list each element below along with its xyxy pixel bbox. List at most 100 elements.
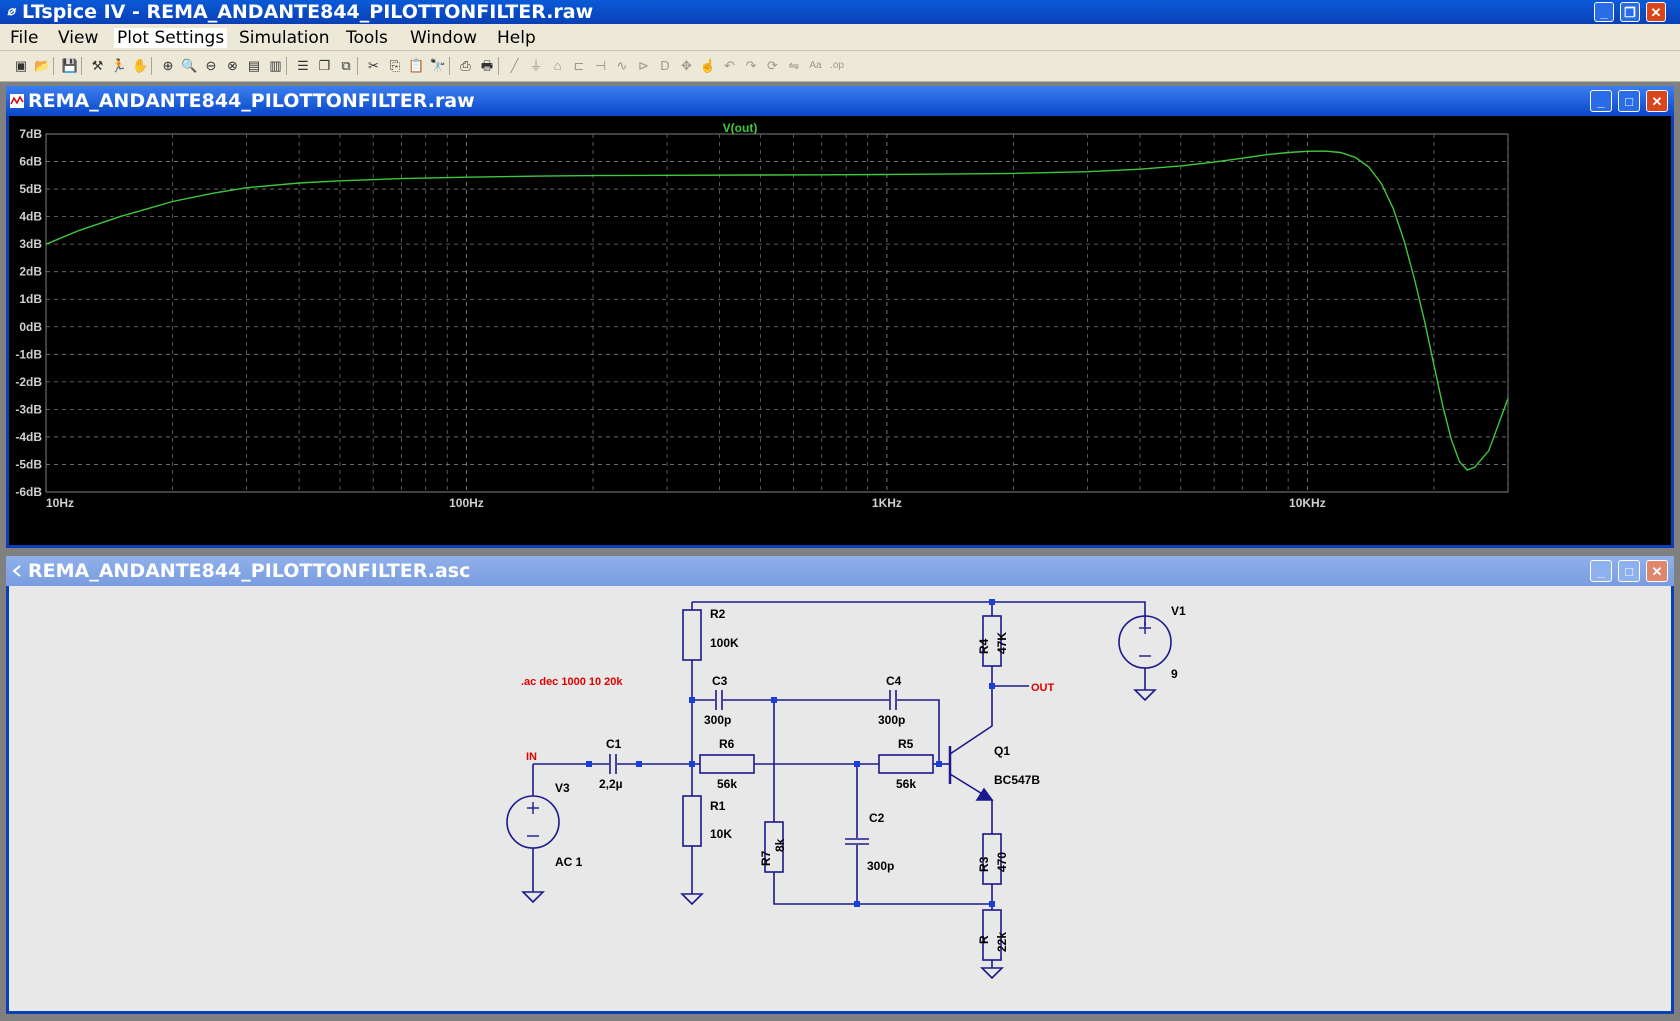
resistor-r5[interactable] — [878, 754, 934, 774]
restore-button[interactable]: ❐ — [1620, 2, 1640, 22]
v3-value: AC 1 — [555, 855, 583, 869]
cut-icon[interactable]: ✂ — [368, 58, 379, 73]
schematic-pane[interactable]: R2 100K C3 300p C4 300p C1 2,2µ R6 56k R… — [9, 586, 1671, 1011]
toolbar-separator — [53, 57, 54, 75]
net-label-out[interactable]: OUT — [1031, 682, 1055, 694]
toolbar-separator — [286, 57, 287, 75]
undo-icon[interactable]: ↶ — [724, 58, 735, 73]
run-icon[interactable]: 🏃 — [110, 58, 128, 73]
c3-value: 300p — [704, 713, 731, 727]
y-tick-label: 0dB — [19, 320, 42, 334]
c2-name: C2 — [869, 811, 885, 825]
resistor-icon[interactable]: ⊏ — [573, 58, 585, 73]
ground-icon[interactable]: ⏚ — [529, 58, 543, 73]
net-label-in[interactable]: IN — [526, 751, 537, 763]
save-icon[interactable]: 💾 — [61, 58, 79, 73]
menu-view[interactable]: View — [58, 28, 99, 48]
inductor-icon[interactable]: ∿ — [616, 58, 628, 73]
close-all-icon[interactable]: ⧉ — [341, 58, 351, 73]
wire-icon[interactable]: ╱ — [510, 58, 519, 73]
trace-label[interactable]: V(out) — [723, 121, 758, 135]
plot-maximize-button[interactable]: □ — [1618, 90, 1640, 112]
menu-file[interactable]: File — [10, 28, 39, 48]
schematic-maximize-button[interactable]: □ — [1618, 560, 1640, 582]
y-tick-label: -6dB — [15, 485, 42, 499]
trace-v-out[interactable] — [45, 150, 1509, 471]
zoom-out-icon[interactable]: ⊖ — [205, 58, 217, 73]
y-tick-label: 2dB — [19, 265, 42, 279]
paste-icon[interactable]: 📋 — [408, 58, 425, 73]
drag-icon[interactable]: ☝ — [699, 58, 717, 73]
find-icon[interactable]: 🔭 — [429, 58, 447, 73]
spice-directive-icon[interactable]: .op — [830, 60, 844, 71]
q1-value: BC547B — [994, 773, 1040, 787]
menu-simulation[interactable]: Simulation — [239, 28, 330, 48]
y-tick-label: -3dB — [15, 402, 42, 416]
x-tick-label: 1KHz — [872, 496, 902, 510]
plot-window-titlebar[interactable]: REMA_ANDANTE844_PILOTTONFILTER.raw _ □ ✕ — [6, 86, 1674, 116]
menu-window[interactable]: Window — [410, 28, 478, 48]
r4-name: R4 — [977, 638, 991, 654]
schematic-window: REMA_ANDANTE844_PILOTTONFILTER.asc _ □ ✕ — [6, 556, 1674, 1014]
open-icon[interactable]: 📂 — [34, 58, 51, 73]
menu-help[interactable]: Help — [497, 28, 536, 48]
text-icon[interactable]: Aa — [809, 60, 822, 71]
r7-name: R7 — [759, 850, 773, 866]
rotate-icon[interactable]: ⟳ — [767, 58, 778, 73]
copy-icon[interactable]: ⎘ — [389, 58, 401, 73]
transistor-q1-collector[interactable] — [949, 686, 993, 755]
junction-dot — [989, 683, 995, 689]
resistor-r2[interactable] — [682, 609, 702, 661]
wire[interactable] — [773, 872, 992, 905]
plot-close-button[interactable]: ✕ — [1646, 90, 1668, 112]
schematic-canvas[interactable]: R2 100K C3 300p C4 300p C1 2,2µ R6 56k R… — [9, 586, 1671, 1011]
transistor-q1-arrow[interactable] — [975, 787, 994, 801]
menu-plot-settings[interactable]: Plot Settings — [114, 28, 228, 48]
label-icon[interactable]: ⌂ — [553, 58, 562, 73]
cascade-icon[interactable]: ❐ — [318, 58, 331, 73]
component-icon[interactable]: D — [660, 58, 670, 73]
print-preview-icon[interactable]: ⎙ — [460, 58, 471, 73]
zoom-in-icon[interactable]: ⊕ — [162, 58, 174, 73]
r5-name: R5 — [898, 737, 914, 751]
schematic-close-button[interactable]: ✕ — [1646, 560, 1668, 582]
print-icon[interactable]: 🖶 — [480, 58, 494, 73]
autorange-all-icon[interactable]: ▥ — [269, 58, 282, 73]
menu-tools[interactable]: Tools — [346, 28, 388, 48]
ltspice-icon: ⌀ — [7, 3, 15, 18]
autorange-icon[interactable]: ▤ — [247, 58, 261, 73]
resistor-r1[interactable] — [682, 795, 702, 847]
wire[interactable] — [897, 699, 940, 764]
zoom-cancel-icon[interactable]: ⊗ — [227, 58, 238, 73]
junction-dot — [586, 761, 592, 767]
close-button[interactable]: ✕ — [1646, 2, 1666, 22]
tile-horizontal-icon[interactable]: ☰ — [297, 58, 309, 73]
redo-icon[interactable]: ↷ — [745, 58, 757, 73]
schematic-minimize-button[interactable]: _ — [1590, 560, 1612, 582]
schematic-window-titlebar[interactable]: REMA_ANDANTE844_PILOTTONFILTER.asc _ □ ✕ — [6, 556, 1674, 586]
junction-dot — [689, 761, 695, 767]
app-titlebar[interactable]: ⌀ LTspice IV - REMA_ANDANTE844_PILOTTONF… — [0, 0, 1680, 24]
minimize-button[interactable]: _ — [1594, 2, 1614, 22]
plot-minimize-button[interactable]: _ — [1590, 90, 1612, 112]
zoom-full-icon[interactable]: 🔍 — [181, 58, 198, 73]
r6-value: 56k — [717, 777, 737, 791]
resistor-r6[interactable] — [699, 754, 755, 774]
halt-icon[interactable]: ✋ — [132, 58, 149, 73]
move-icon[interactable]: ✥ — [681, 58, 692, 73]
c2-value: 300p — [867, 859, 894, 873]
c4-value: 300p — [878, 713, 905, 727]
waveform-chart[interactable]: 7dB6dB5dB4dB3dB2dB1dB0dB-1dB-2dB-3dB-4dB… — [9, 116, 1671, 545]
x-tick-label: 10KHz — [1289, 496, 1326, 510]
mirror-icon[interactable]: ⇋ — [788, 58, 800, 73]
control-panel-icon[interactable]: ⚒ — [91, 58, 104, 73]
toolbar-separator — [356, 57, 358, 75]
spice-directive[interactable]: .ac dec 1000 10 20k — [521, 676, 623, 688]
diode-icon[interactable]: ⊳ — [638, 58, 649, 73]
wire[interactable] — [692, 601, 1146, 626]
transistor-q1-emitter[interactable] — [949, 773, 993, 834]
capacitor-icon[interactable]: ⊣ — [594, 58, 607, 73]
y-tick-label: 3dB — [19, 237, 42, 251]
new-schematic-icon[interactable]: ▣ — [14, 58, 28, 73]
